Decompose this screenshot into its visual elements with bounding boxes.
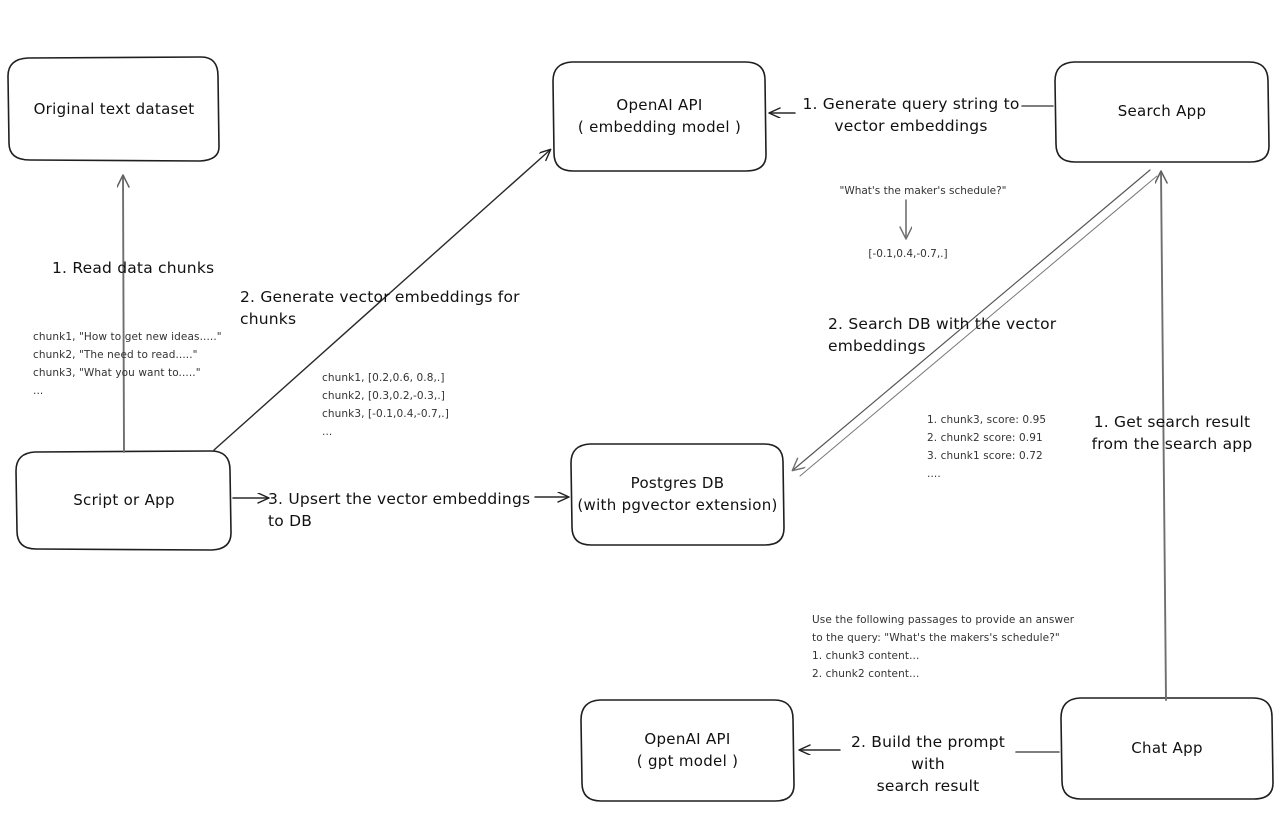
edge-label-search-db: 2. Search DB with the vector embeddings [828,315,1057,355]
node-outline-original-text-dataset [7,56,220,162]
note-search-results-line-4: .... [927,467,941,480]
note-chunks-vectors: chunk1, [0.2,0.6, 0.8,.] chunk2, [0.3,0.… [322,370,542,441]
edge-label-generate-query-embeddings-line2: embeddings [889,117,988,135]
note-chunks-text-line-1: chunk1, "How to get new ideas....." [33,331,222,343]
note-search-results-line-3: 3. chunk1 score: 0.72 [927,449,1043,462]
node-label-search-app: Search App [1117,102,1207,121]
note-query-string: "What's the maker's schedule?" [839,185,1007,197]
node-original-text-dataset[interactable]: Original text dataset [8,57,220,162]
note-prompt-text-line-3: 1. chunk3 content... [812,649,920,662]
note-prompt-text-line-1: Use the following passages to provide an… [812,614,1075,626]
edge-label-get-search-result-line2: from the search app [1091,435,1253,453]
note-chunks-text-line-4: ... [33,384,44,397]
node-sublabel-openai-embedding: ( embedding model ) [577,117,742,136]
edge-label-build-prompt-line1: 2. Build the prompt with [850,733,1006,773]
note-prompt-text: Use the following passages to provide an… [812,612,1112,683]
node-sublabel-postgres-db: (with pgvector extension) [577,495,778,514]
note-chunks-vectors-line-3: chunk3, [-0.1,0.4,-0.7,.] [322,407,449,420]
node-label-script-or-app: Script or App [73,490,175,509]
node-sublabel-openai-gpt: ( gpt model ) [636,751,739,770]
edge-label-get-search-result-line1: 1. Get search result [1093,413,1251,431]
edge-label-generate-vector-embeddings: 2. Generate vector embeddings for chunks [240,288,520,328]
edge-label-build-prompt: 2. Build the prompt with search result [840,731,1016,797]
node-openai-embedding[interactable]: OpenAI API ( embedding model ) [553,62,766,171]
node-label-openai-gpt: OpenAI API [644,730,731,749]
edge-label-upsert-to-db: 3. Upsert the vector embeddings to DB [268,490,531,530]
arrow-generate-vector-embeddings [213,150,550,451]
edge-label-generate-query-embeddings-line1: 1. Generate query string to vector [802,95,1020,135]
note-prompt-text-line-4: 2. chunk2 content... [812,667,920,680]
node-label-openai-embedding: OpenAI API [616,96,703,115]
arrow-search-db-second-stroke [799,175,1158,477]
node-script-or-app[interactable]: Script or App [16,451,232,550]
node-label-original-text-dataset: Original text dataset [33,99,195,118]
note-chunks-vectors-line-1: chunk1, [0.2,0.6, 0.8,.] [322,372,445,384]
node-outline-openai-embedding [552,61,767,172]
note-prompt-text-line-2: to the query: "What's the makers's sched… [812,631,1060,644]
note-chunks-text-line-3: chunk3, "What you want to....." [33,366,201,379]
edge-label-read-data-chunks: 1. Read data chunks [52,259,215,277]
node-search-app[interactable]: Search App [1055,62,1269,162]
node-outline-postgres-db [570,443,785,546]
note-search-results: 1. chunk3, score: 0.95 2. chunk2 score: … [927,412,1127,483]
note-search-results-line-1: 1. chunk3, score: 0.95 [927,414,1047,426]
note-query-vector: [-0.1,0.4,-0.7,.] [868,248,948,260]
arrow-read-data-chunks [123,176,124,453]
node-outline-search-app [1054,61,1270,163]
node-openai-gpt[interactable]: OpenAI API ( gpt model ) [581,700,794,801]
arrow-search-db [793,169,1151,470]
note-chunks-vectors-line-2: chunk2, [0.3,0.2,-0.3,.] [322,389,446,402]
arrow-get-search-result [1161,172,1166,701]
note-chunks-text-line-2: chunk2, "The need to read....." [33,348,198,361]
edge-label-build-prompt-line2: search result [876,777,980,795]
node-chat-app[interactable]: Chat App [1061,698,1273,799]
edge-label-generate-query-embeddings: 1. Generate query string to vector embed… [795,93,1027,137]
node-label-chat-app: Chat App [1131,738,1203,757]
edge-label-get-search-result: 1. Get search result from the search app [1087,411,1257,455]
note-search-results-line-2: 2. chunk2 score: 0.91 [927,431,1043,444]
node-outline-script-or-app [15,450,232,551]
note-chunks-text: chunk1, "How to get new ideas....." chun… [33,329,263,400]
node-postgres-db[interactable]: Postgres DB (with pgvector extension) [571,444,784,545]
node-outline-chat-app [1060,697,1274,800]
node-outline-openai-gpt [580,699,795,802]
node-label-postgres-db: Postgres DB [630,474,725,493]
note-chunks-vectors-line-4: ... [322,425,333,438]
